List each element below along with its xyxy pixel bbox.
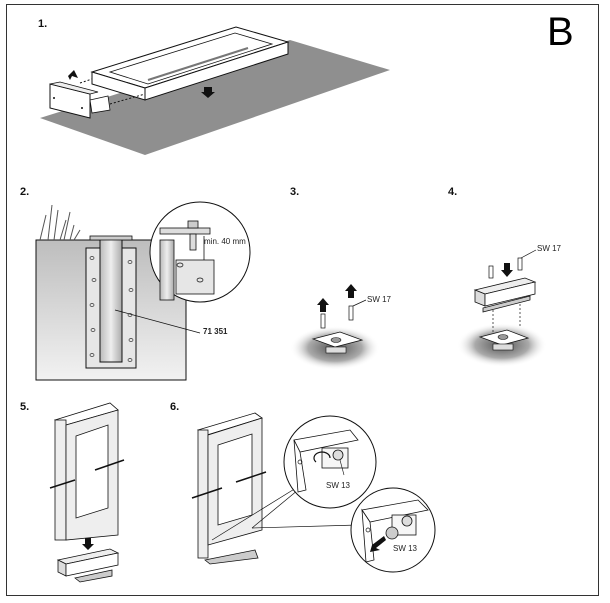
arrow-down-icon — [82, 538, 94, 550]
step-3-illustration — [290, 284, 380, 370]
base-plate — [89, 235, 133, 241]
step-6-illustration — [191, 412, 436, 573]
step-4-wrench-size-label: SW 17 — [537, 244, 562, 253]
step-3-wrench-size-label: SW 17 — [367, 295, 392, 304]
rotate-arrow-icon — [313, 451, 331, 463]
step-6-number: 6. — [170, 401, 180, 413]
step-3-number: 3. — [290, 186, 300, 198]
step-2-illustration — [35, 201, 251, 381]
step-6-wrench-size-bottom-label: SW 13 — [393, 544, 418, 553]
step-1-illustration — [40, 26, 390, 155]
part-leader-line — [114, 309, 201, 334]
step-4-illustration — [457, 249, 547, 367]
arrow-down-icon — [501, 263, 513, 277]
bolt — [517, 257, 523, 271]
frame-opening — [217, 433, 253, 526]
post-bracket — [56, 548, 120, 583]
end-bracket — [49, 81, 111, 119]
section-letter: B — [547, 10, 574, 54]
bolt — [488, 265, 494, 279]
min-distance-label: min. 40 mm — [204, 237, 246, 246]
frame-opening — [75, 424, 109, 519]
step-1-number: 1. — [38, 18, 48, 30]
part-number-label: 71 351 — [203, 327, 228, 336]
arrow-up-icon — [345, 284, 357, 298]
arrow-out-icon — [68, 70, 78, 80]
arrow-down-icon — [201, 87, 215, 98]
step-4-number: 4. — [448, 186, 458, 198]
gravel — [89, 256, 134, 362]
step-5-number: 5. — [20, 401, 30, 413]
grass — [39, 204, 81, 241]
ground-shadow — [40, 40, 390, 155]
arrow-push-icon — [370, 536, 386, 552]
bolt — [348, 305, 354, 321]
nut-icon — [332, 449, 344, 461]
diagram-frame — [6, 4, 599, 596]
step-2-number: 2. — [20, 186, 30, 198]
step-5-illustration — [49, 402, 125, 583]
washer-icon — [385, 526, 399, 540]
step-6-wrench-size-top-label: SW 13 — [326, 481, 351, 490]
detail-callout-circle — [149, 201, 251, 303]
ground-sleeve-pipe — [99, 237, 123, 363]
frame-box — [90, 26, 290, 101]
arrow-up-icon — [317, 298, 329, 312]
post-bracket — [473, 277, 537, 313]
bolt — [320, 313, 326, 329]
